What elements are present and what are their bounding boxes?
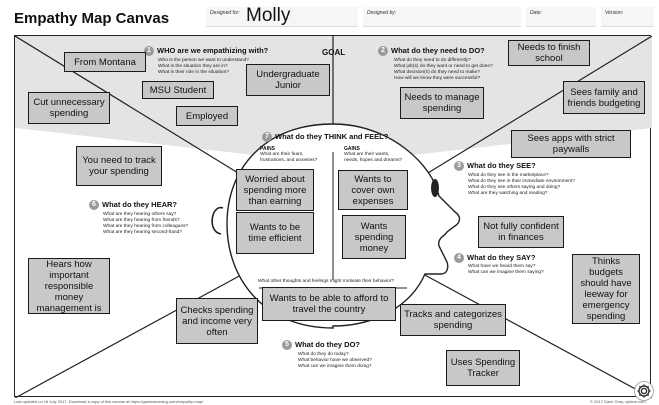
do-q1: What do they need to do differently?: [394, 58, 471, 63]
see-q4: What are they watching and reading?: [468, 191, 548, 196]
say-title-text: What do they SAY?: [467, 253, 536, 262]
version-field[interactable]: Version:: [601, 7, 654, 27]
note-track-spending-hear[interactable]: You need to track your spending: [76, 146, 162, 186]
doing-q2: What behavior have we observed?: [298, 358, 372, 363]
motivation-question: What other thoughts and feelings might m…: [258, 279, 394, 284]
designed-for-field[interactable]: Designed for: Molly: [206, 5, 358, 27]
who-q2: What is the situation they are in?: [158, 64, 228, 69]
do-q3: What decision(s) do they need to make?: [394, 70, 480, 75]
hear-q4: What are they hearing second-hand?: [103, 230, 182, 235]
designed-by-label: Designed by:: [367, 10, 397, 16]
who-number-badge: 1: [144, 46, 154, 57]
gains-block: GAINS What are their wants, needs, hopes…: [344, 146, 402, 164]
do-q2: What job(s) do they want or need to get …: [394, 64, 493, 69]
hear-q2: What are they hearing from friends?: [103, 218, 180, 223]
note-from-montana[interactable]: From Montana: [64, 52, 146, 72]
say-q2: What can we imagine them saying?: [468, 270, 544, 275]
gains-label: GAINS: [344, 146, 360, 152]
note-spending-money[interactable]: Wants spending money: [342, 215, 406, 259]
designed-by-field[interactable]: Designed by:: [363, 7, 521, 27]
pains-block: PAINS What are their fears, frustrations…: [260, 146, 317, 164]
who-title-text: WHO are we empathizing with?: [157, 46, 269, 55]
say-number-badge: 4: [454, 253, 464, 264]
think-title-text: What do they THINK and FEEL?: [275, 132, 389, 141]
hear-q3: What are they hearing from colleagues?: [103, 224, 189, 229]
see-number-badge: 3: [454, 161, 464, 172]
settings-gear-icon[interactable]: [634, 381, 654, 401]
hear-title-text: What do they HEAR?: [102, 200, 177, 209]
note-hears-important[interactable]: Hears how important responsible money ma…: [28, 258, 110, 314]
note-worried[interactable]: Worried about spending more than earning: [236, 169, 314, 211]
note-undergrad-junior[interactable]: Undergraduate Junior: [246, 64, 330, 96]
note-family-budgeting[interactable]: Sees family and friends budgeting: [563, 81, 645, 114]
goal-label: GOAL: [322, 48, 346, 57]
note-afford-travel[interactable]: Wants to be able to afford to travel the…: [262, 287, 396, 321]
note-not-confident[interactable]: Not fully confident in finances: [478, 216, 564, 248]
gains-q2: needs, hopes and dreams?: [344, 158, 403, 163]
hear-q1: What are they hearing others say?: [103, 212, 177, 217]
who-q3: What is their role in the situation?: [158, 70, 229, 75]
designed-for-value: Molly: [246, 5, 291, 26]
see-q1: What do they see in the marketplace?: [468, 173, 549, 178]
note-tracks-categorizes[interactable]: Tracks and categorizes spending: [400, 304, 506, 336]
doing-q1: What do they do today?: [298, 352, 349, 357]
see-q3: What do they see others saying and doing…: [468, 185, 561, 190]
note-finish-school[interactable]: Needs to finish school: [508, 40, 590, 66]
note-budget-leeway[interactable]: Thinks budgets should have leeway for em…: [572, 254, 640, 324]
note-spending-tracker[interactable]: Uses Spending Tracker: [446, 350, 520, 386]
gains-q1: What are their wants,: [344, 152, 390, 157]
pains-label: PAINS: [260, 146, 275, 152]
note-msu-student[interactable]: MSU Student: [142, 81, 214, 99]
designed-for-label: Designed for:: [210, 10, 240, 16]
see-title-text: What do they SEE?: [467, 161, 536, 170]
pains-q2: frustrations, and anxieties?: [260, 158, 318, 163]
footer-left-text: Last updated on 18 July 2017. Download a…: [14, 399, 204, 404]
pains-q1: What are their fears,: [260, 152, 304, 157]
note-manage-spending[interactable]: Needs to manage spending: [400, 87, 484, 119]
see-questions: What do they see in the marketplace? Wha…: [468, 173, 575, 197]
note-time-efficient[interactable]: Wants to be time efficient: [236, 212, 314, 254]
note-cover-expenses[interactable]: Wants to cover own expenses: [338, 170, 408, 210]
see-q2: What do they see in their immediate envi…: [468, 179, 575, 184]
date-label: Date:: [530, 10, 542, 16]
note-apps-paywalls[interactable]: Sees apps with strict paywalls: [511, 130, 631, 158]
think-number-badge: 7: [262, 132, 272, 143]
hear-number-badge: 6: [89, 200, 99, 211]
do-title-text: What do they need to DO?: [391, 46, 485, 55]
do-q4: How will we know they were successful?: [394, 76, 481, 81]
page-title: Empathy Map Canvas: [14, 10, 170, 27]
note-employed[interactable]: Employed: [176, 106, 238, 126]
footer-right-text: © 2017 Dave Gray, xplane.com: [590, 399, 646, 404]
date-field[interactable]: Date:: [526, 7, 596, 27]
doing-q3: What can we imagine them doing?: [298, 364, 372, 369]
do-questions: What do they need to do differently? Wha…: [394, 58, 493, 82]
who-q1: Who is the person we want to understand?: [158, 58, 249, 63]
say-q1: What have we heard them say?: [468, 264, 536, 269]
do-number-badge: 2: [378, 46, 388, 57]
hear-questions: What are they hearing others say? What a…: [103, 212, 188, 236]
doing-title-text: What do they DO?: [295, 340, 360, 349]
version-label: Version:: [605, 10, 624, 16]
doing-number-badge: 5: [282, 340, 292, 351]
note-checks-spending[interactable]: Checks spending and income very often: [176, 298, 258, 344]
who-questions: Who is the person we want to understand?…: [158, 58, 249, 76]
note-cut-spending[interactable]: Cut unnecessary spending: [28, 92, 110, 124]
doing-questions: What do they do today? What behavior hav…: [298, 352, 372, 370]
say-questions: What have we heard them say? What can we…: [468, 264, 544, 276]
